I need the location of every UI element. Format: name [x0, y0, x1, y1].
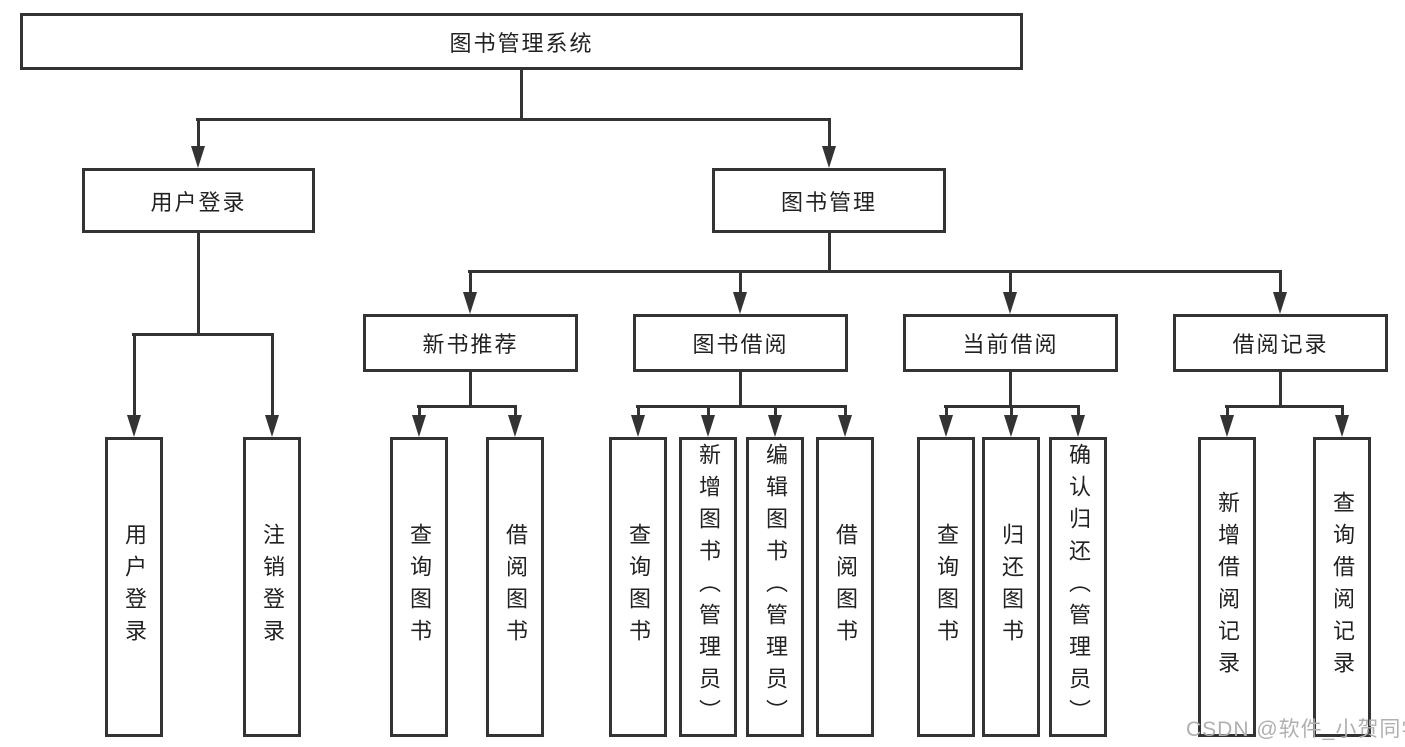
leaf-return-books: 归还图书	[982, 437, 1040, 737]
arrow-down-icon	[265, 415, 279, 437]
arrow-down-icon	[191, 146, 205, 168]
connector-line	[196, 118, 200, 150]
node-user-login-label: 用户登录	[150, 189, 247, 215]
leaf-query-books-recommend: 查询图书	[390, 437, 448, 737]
connector-line	[1008, 270, 1012, 294]
connector-line	[519, 70, 523, 120]
leaf-add-borrow-record: 新增借阅记录	[1198, 437, 1256, 737]
arrow-down-icon	[508, 415, 522, 437]
node-new-book-recommendation-label: 新书推荐	[422, 332, 519, 357]
watermark: CSDN @软件_小贺同学	[1186, 718, 1405, 741]
leaf-borrow-books-recommend: 借阅图书	[486, 437, 544, 737]
arrow-down-icon	[1004, 415, 1018, 437]
arrow-down-icon	[768, 415, 782, 437]
leaf-query-books-borrowing: 查询图书	[609, 437, 667, 737]
connector-line	[468, 270, 472, 294]
node-borrowing-records: 借阅记录	[1173, 314, 1388, 372]
arrow-down-icon	[1335, 415, 1349, 437]
leaf-query-books-current: 查询图书	[917, 437, 975, 737]
node-library-management-system-label: 图书管理系统	[449, 30, 594, 56]
leaf-borrow-books-recommend-label: 借阅图书	[503, 523, 528, 651]
node-new-book-recommendation: 新书推荐	[363, 314, 578, 372]
connector-line	[513, 405, 517, 417]
connector-line	[1340, 405, 1344, 417]
leaf-add-book-admin-label: 新增图书（管理员）	[696, 443, 721, 731]
connector-line	[1225, 405, 1344, 408]
leaf-add-borrow-record-label: 新增借阅记录	[1215, 491, 1240, 683]
connector-line	[1278, 372, 1282, 407]
leaf-user-login: 用户登录	[105, 437, 163, 737]
leaf-add-book-admin: 新增图书（管理员）	[679, 437, 737, 737]
connector-line	[827, 233, 831, 273]
node-book-management: 图书管理	[712, 168, 946, 233]
arrow-down-icon	[463, 292, 477, 314]
node-book-borrowing-label: 图书借阅	[692, 332, 789, 357]
arrow-down-icon	[412, 415, 426, 437]
leaf-confirm-return-admin-label: 确认归还（管理员）	[1066, 443, 1091, 731]
leaf-logout: 注销登录	[243, 437, 301, 737]
connector-line	[417, 405, 517, 408]
connector-line	[706, 405, 710, 417]
leaf-borrow-books-borrowing-label: 借阅图书	[833, 523, 858, 651]
arrow-down-icon	[1220, 415, 1234, 437]
leaf-query-borrow-record-label: 查询借阅记录	[1330, 491, 1355, 683]
connector-line	[196, 118, 831, 121]
arrow-down-icon	[631, 415, 645, 437]
leaf-return-books-label: 归还图书	[999, 523, 1024, 651]
connector-line	[270, 333, 274, 417]
connector-line	[1009, 405, 1013, 417]
connector-line	[636, 405, 640, 417]
connector-line	[843, 405, 847, 417]
node-library-management-system: 图书管理系统	[20, 13, 1023, 70]
connector-line	[1076, 405, 1080, 417]
arrow-down-icon	[127, 415, 141, 437]
leaf-edit-book-admin: 编辑图书（管理员）	[746, 437, 804, 737]
arrow-down-icon	[1003, 292, 1017, 314]
arrow-down-icon	[838, 415, 852, 437]
arrow-down-icon	[939, 415, 953, 437]
connector-line	[1225, 405, 1229, 417]
leaf-edit-book-admin-label: 编辑图书（管理员）	[763, 443, 788, 731]
connector-line	[944, 405, 948, 417]
connector-line	[132, 333, 274, 336]
connector-line	[132, 333, 136, 417]
leaf-logout-label: 注销登录	[260, 523, 285, 651]
leaf-query-books-borrowing-label: 查询图书	[626, 523, 651, 651]
node-user-login: 用户登录	[82, 168, 315, 233]
leaf-user-login-label: 用户登录	[122, 523, 147, 651]
connector-line	[827, 118, 831, 150]
connector-line	[944, 405, 1080, 408]
connector-line	[773, 405, 777, 417]
node-current-borrowing-label: 当前借阅	[962, 332, 1059, 357]
arrow-down-icon	[733, 292, 747, 314]
leaf-query-books-current-label: 查询图书	[934, 523, 959, 651]
connector-line	[468, 270, 1282, 273]
leaf-borrow-books-borrowing: 借阅图书	[816, 437, 874, 737]
connector-line	[468, 372, 472, 407]
connector-line	[636, 405, 847, 408]
connector-line	[738, 270, 742, 294]
connector-line	[738, 372, 742, 407]
arrow-down-icon	[701, 415, 715, 437]
node-book-management-label: 图书管理	[780, 189, 877, 215]
leaf-query-books-recommend-label: 查询图书	[407, 523, 432, 651]
node-current-borrowing: 当前借阅	[903, 314, 1118, 372]
node-borrowing-records-label: 借阅记录	[1232, 332, 1329, 357]
arrow-down-icon	[822, 146, 836, 168]
connector-line	[417, 405, 421, 417]
arrow-down-icon	[1273, 292, 1287, 314]
connector-line	[196, 233, 200, 336]
node-book-borrowing: 图书借阅	[633, 314, 848, 372]
connector-line	[1008, 372, 1012, 407]
leaf-confirm-return-admin: 确认归还（管理员）	[1049, 437, 1107, 737]
leaf-query-borrow-record: 查询借阅记录	[1313, 437, 1371, 737]
arrow-down-icon	[1071, 415, 1085, 437]
connector-line	[1278, 270, 1282, 294]
